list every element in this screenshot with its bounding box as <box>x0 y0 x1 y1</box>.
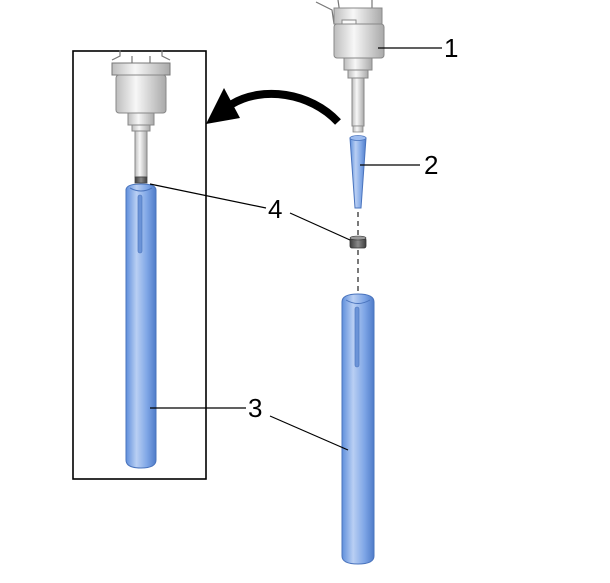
leader-4b <box>289 212 351 241</box>
inset-frame <box>72 50 207 480</box>
transfer-arrow <box>206 88 341 125</box>
leader-3b <box>269 415 349 451</box>
leader-lines <box>149 47 442 451</box>
leader-4a <box>149 183 267 209</box>
exploded-holder <box>315 0 385 133</box>
assembled-tube <box>125 183 157 469</box>
callout-label-1: 1 <box>444 33 459 63</box>
callout-label-3: 3 <box>248 393 263 423</box>
exploded-tip <box>349 135 367 209</box>
assembled-holder <box>111 50 171 184</box>
callout-label-2: 2 <box>424 150 439 180</box>
exploded-tube <box>341 293 375 565</box>
callout-label-4: 4 <box>268 194 283 224</box>
exploded-seal <box>349 235 367 249</box>
